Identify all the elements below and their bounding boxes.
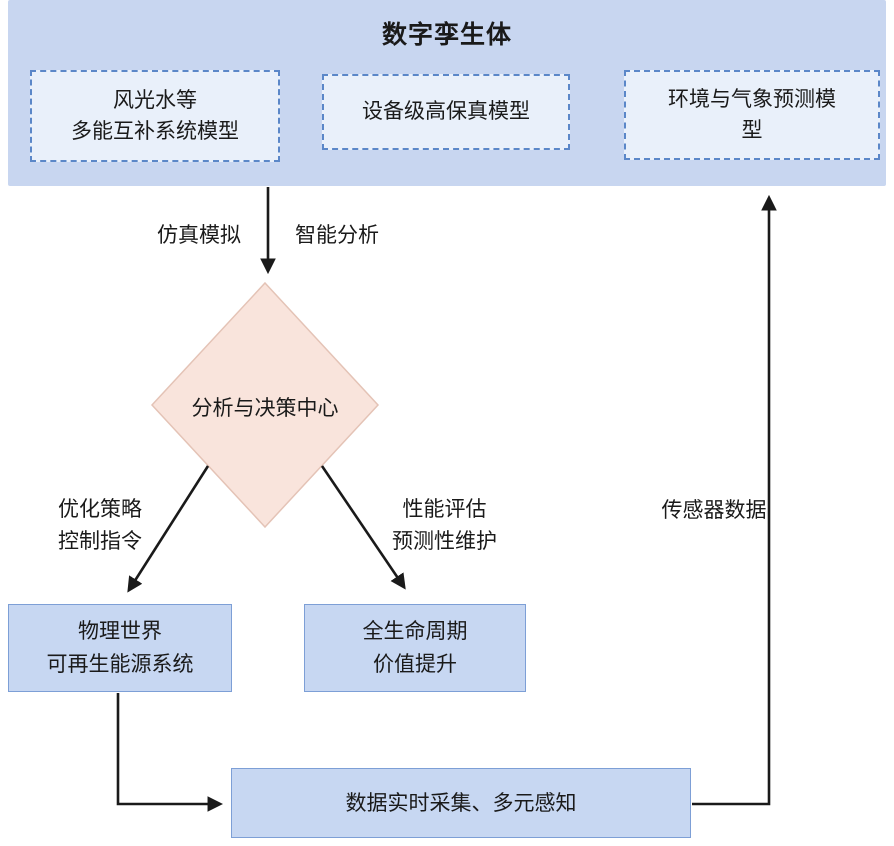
model-box-multi-energy: 风光水等 多能互补系统模型 [30,70,280,162]
label-performance-maintenance: 性能评估 预测性维护 [392,497,497,553]
decision-center-label: 分析与决策中心 [191,396,339,420]
arrow-physical-to-collection [116,693,224,812]
node-physical-world: 物理世界 可再生能源系统 [8,604,232,692]
digital-twin-panel: 数字孪生体 风光水等 多能互补系统模型 设备级高保真模型 环境与气象预测模 型 [8,0,886,186]
model-box-device-fidelity: 设备级高保真模型 [322,74,570,150]
node-data-collection: 数据实时采集、多元感知 [231,768,691,838]
model-box-environment-forecast: 环境与气象预测模 型 [624,70,880,160]
label-sensor-data: 传感器数据 [661,498,767,522]
label-simulation: 仿真模拟 [157,223,241,247]
node-lifecycle-value: 全生命周期 价值提升 [304,604,526,692]
label-intelligent-analysis: 智能分析 [295,223,379,247]
label-optimization-commands: 优化策略 控制指令 [58,497,142,553]
panel-title: 数字孪生体 [381,20,512,49]
